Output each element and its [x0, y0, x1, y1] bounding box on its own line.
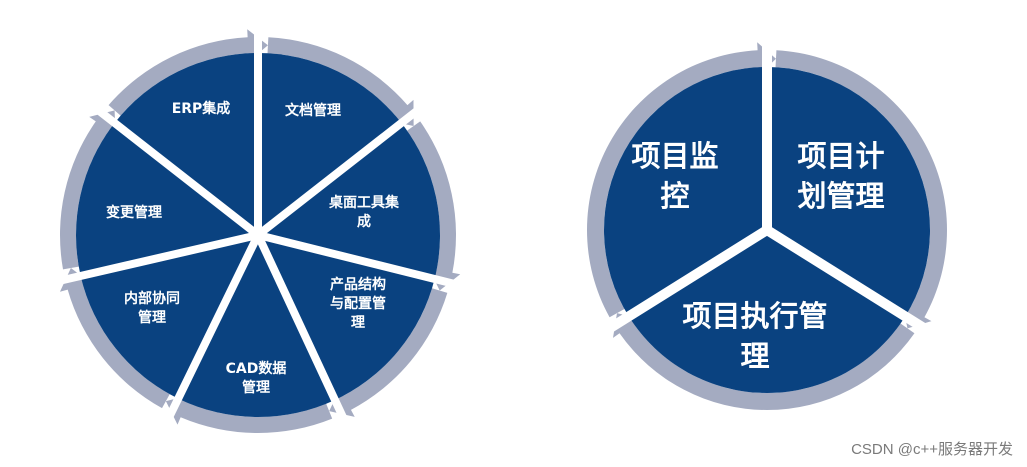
left-divider-5	[162, 233, 262, 426]
left-arrow-1	[267, 37, 414, 127]
right-segment-2	[628, 230, 906, 393]
left-divider-7	[90, 102, 261, 239]
left-divider-3	[257, 231, 463, 290]
left-arrow-7	[108, 29, 268, 116]
right-arrow-3	[587, 42, 776, 318]
segment-label-document-management: 文档管理	[285, 103, 341, 119]
segment-label-change-management: 变更管理	[106, 205, 162, 221]
segment-label-project-planning: 项目计划管理	[797, 139, 885, 213]
left-cycle-diagram	[52, 25, 463, 433]
left-arrow-5	[59, 267, 170, 409]
left-segment-7	[114, 52, 258, 235]
left-divider-4	[254, 233, 351, 428]
right-divider-2	[764, 225, 933, 336]
left-segment-5	[80, 235, 259, 399]
segment-label-project-monitoring: 项目监控	[631, 139, 719, 213]
segment-label-internal-collaboration: 内部协同管理	[124, 291, 180, 326]
right-divider-3	[601, 225, 770, 336]
left-segment-3	[258, 235, 435, 400]
left-arrow-2	[407, 121, 461, 291]
left-segment-2	[258, 122, 440, 280]
watermark-text: CSDN @c++服务器开发	[851, 441, 1013, 458]
left-segment-1	[258, 53, 402, 235]
left-arrow-6	[60, 110, 116, 270]
segment-label-cad-data-management: CAD数据管理	[225, 361, 287, 396]
left-divider-2	[255, 102, 426, 239]
segment-label-product-structure-config: 产品结构与配置管理	[330, 277, 386, 331]
segment-label-erp-integration: ERP集成	[171, 101, 231, 117]
left-segment-6	[76, 122, 259, 276]
segment-label-desktop-tool-integration: 桌面工具集成	[329, 195, 399, 230]
left-arrow-4	[165, 395, 333, 433]
segment-label-project-execution: 项目执行管理	[682, 299, 828, 373]
right-arrow-2	[612, 313, 915, 410]
right-cycle-diagram	[587, 38, 947, 410]
left-divider-6	[52, 231, 259, 287]
right-arrow-1	[775, 50, 947, 329]
left-segment-4	[178, 235, 335, 417]
